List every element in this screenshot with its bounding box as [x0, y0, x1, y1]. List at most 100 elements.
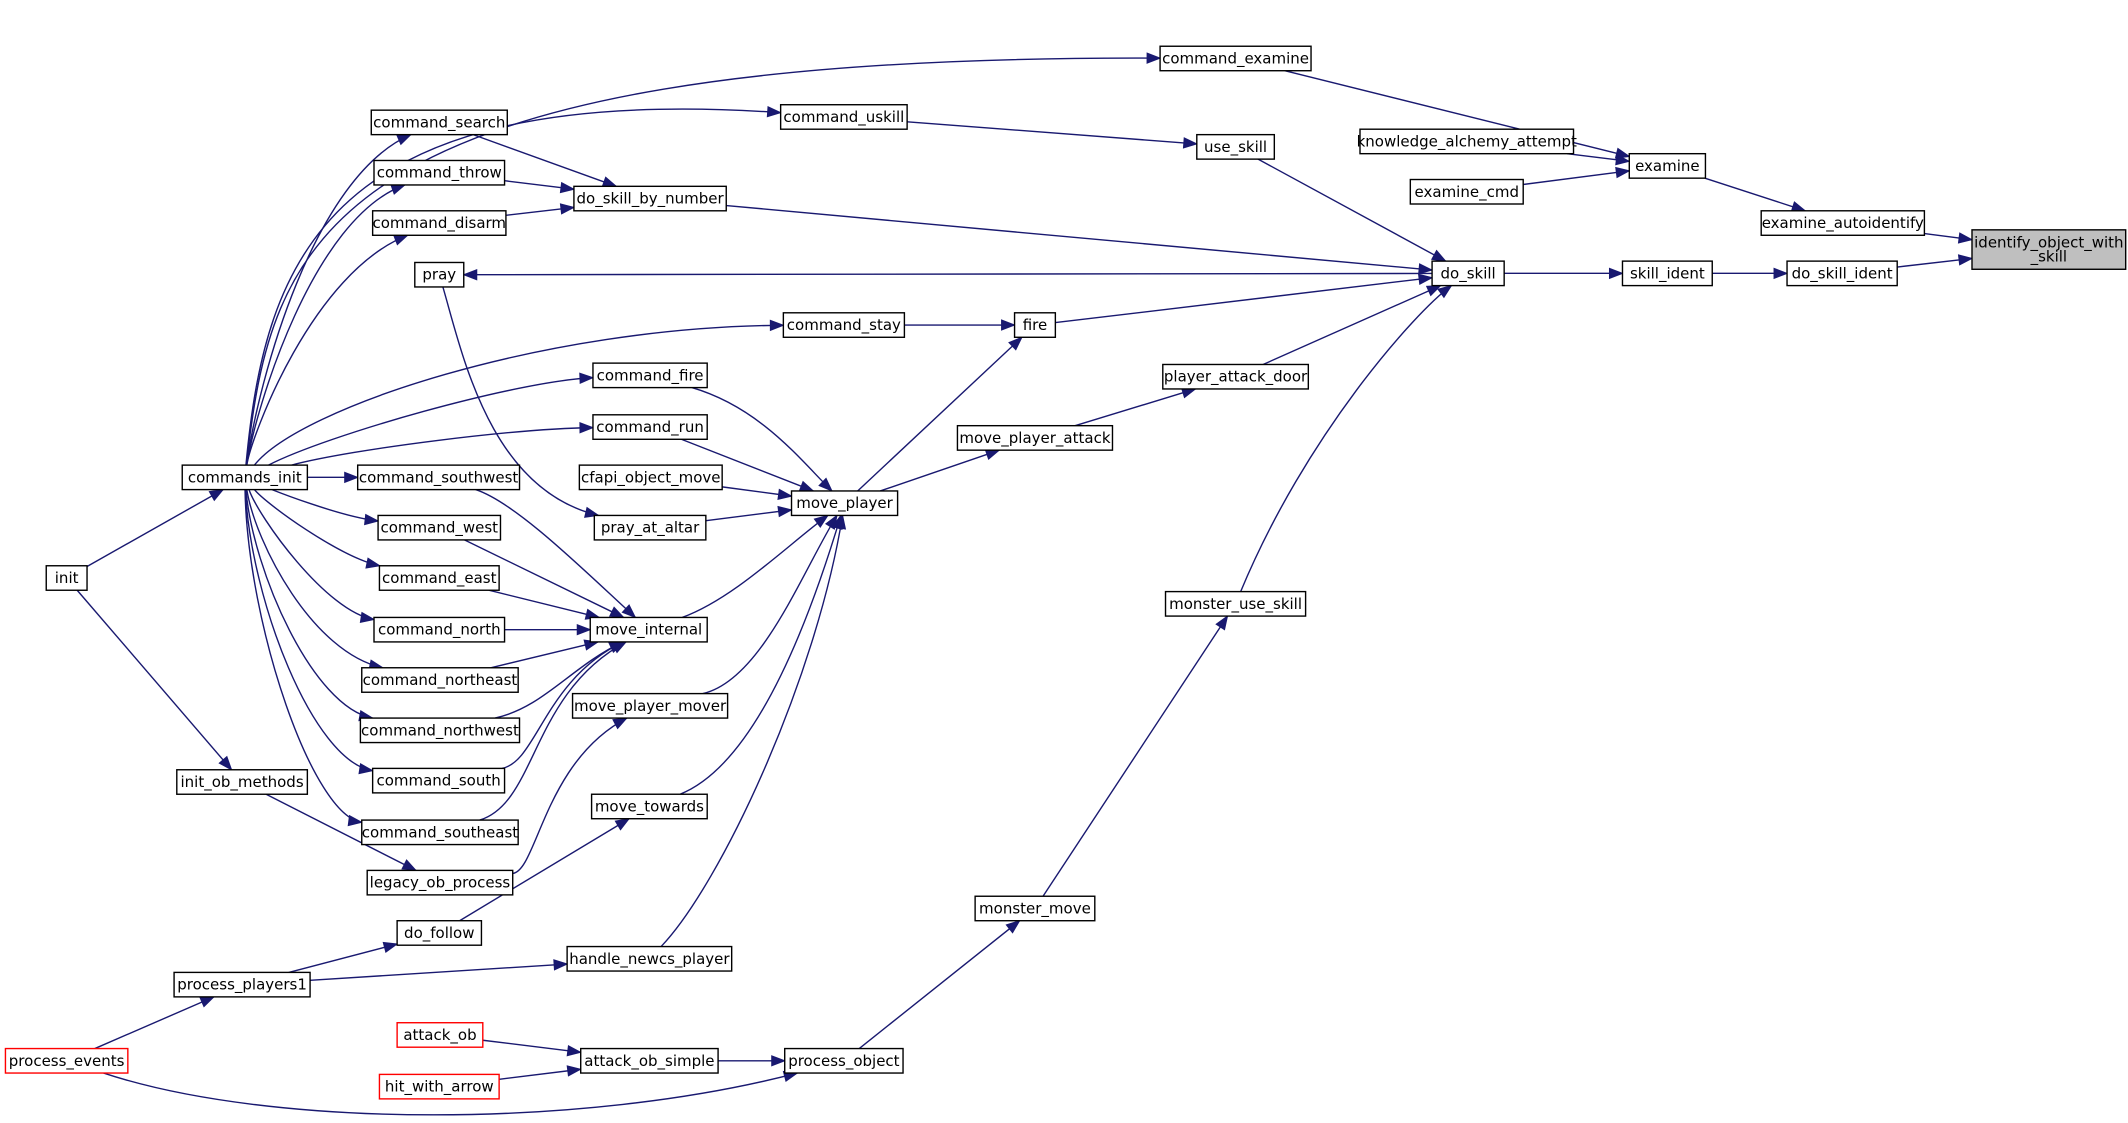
- node-box: [1971, 229, 2127, 270]
- arrowhead: [199, 996, 216, 1008]
- node-player-attack-door[interactable]: player_attack_door: [1162, 363, 1310, 390]
- edge-commands_init-to-command_uskill: [245, 106, 783, 466]
- node-label: cfapi_object_move: [581, 468, 721, 487]
- node-attack-ob[interactable]: attack_ob: [396, 1022, 484, 1048]
- node-label: pray_at_altar: [601, 519, 700, 538]
- node-command-south[interactable]: command_south: [371, 767, 506, 794]
- node-attack-ob-simple[interactable]: attack_ob_simple: [580, 1047, 719, 1074]
- node-move-internal[interactable]: move_internal: [589, 616, 708, 643]
- node-box: [1786, 260, 1898, 287]
- arrowhead: [1773, 267, 1789, 280]
- node-label: init_ob_methods: [180, 773, 303, 792]
- node-monster-move[interactable]: monster_move: [974, 895, 1096, 922]
- edge-pray_at_altar-to-move_player: [705, 505, 793, 522]
- node-box: [370, 109, 508, 136]
- node-command-southeast[interactable]: command_southeast: [361, 819, 519, 846]
- node-pray-at-altar[interactable]: pray_at_altar: [593, 514, 707, 541]
- node-move-towards[interactable]: move_towards: [590, 793, 708, 820]
- node-command-fire[interactable]: command_fire: [592, 362, 708, 389]
- nodes-layer: identify_object_with_skill examine_autoid…: [4, 45, 2127, 1100]
- node-box: [377, 514, 502, 541]
- arrowhead: [1615, 166, 1631, 179]
- node-init-ob-methods[interactable]: init_ob_methods: [176, 769, 309, 795]
- arrowhead: [579, 422, 595, 434]
- edge-player_attack_door-to-do_skill: [1262, 284, 1442, 366]
- node-examine-autoidentify[interactable]: examine_autoidentify: [1760, 210, 1926, 236]
- arrowhead: [984, 449, 1001, 460]
- edge-move_player_mover-to-move_player: [702, 514, 838, 695]
- node-monster-use-skill[interactable]: monster_use_skill: [1164, 590, 1307, 617]
- node-command-northeast[interactable]: command_northeast: [361, 667, 519, 693]
- node-use-skill[interactable]: use_skill: [1196, 133, 1276, 160]
- node-do-skill-ident[interactable]: do_skill_ident: [1786, 260, 1898, 287]
- edge-command_east-to-move_internal: [488, 589, 601, 620]
- arrowhead: [608, 606, 625, 619]
- node-handle-newcs-player[interactable]: handle_newcs_player: [566, 945, 733, 972]
- node-pray[interactable]: pray: [414, 261, 465, 288]
- node-legacy-ob-process[interactable]: legacy_ob_process: [366, 869, 514, 896]
- node-command-search[interactable]: command_search: [370, 109, 508, 136]
- node-process-object[interactable]: process_object: [784, 1047, 904, 1074]
- edge-commands_init-to-command_north: [248, 489, 376, 624]
- node-fire[interactable]: fire: [1013, 312, 1057, 338]
- arrowhead: [769, 319, 785, 332]
- node-skill-ident[interactable]: skill_ident: [1621, 260, 1713, 287]
- arrowhead: [1001, 319, 1016, 331]
- node-move-player-mover[interactable]: move_player_mover: [571, 692, 729, 719]
- node-identify[interactable]: identify_object_with_skill: [1971, 229, 2127, 270]
- node-command-uskill[interactable]: command_uskill: [779, 104, 908, 130]
- node-hit-with-arrow[interactable]: hit_with_arrow: [378, 1073, 500, 1100]
- arrowhead: [566, 1044, 583, 1057]
- node-box: [784, 1047, 904, 1074]
- edge-fire-to-do_skill: [1055, 273, 1434, 324]
- node-box: [359, 717, 521, 744]
- node-command-disarm[interactable]: command_disarm: [371, 210, 507, 236]
- node-label: pray: [422, 266, 456, 284]
- node-command-east[interactable]: command_east: [378, 565, 500, 591]
- node-examine[interactable]: examine: [1628, 152, 1707, 179]
- node-label: monster_use_skill: [1169, 595, 1302, 614]
- arrowhead: [401, 859, 418, 872]
- node-label: use_skill: [1204, 138, 1267, 157]
- node-move-player[interactable]: move_player: [790, 490, 899, 517]
- node-init[interactable]: init: [45, 565, 88, 591]
- arrowhead: [798, 480, 815, 492]
- node-label: command_run: [596, 418, 704, 437]
- node-box: [4, 1047, 129, 1074]
- node-move-player-attack[interactable]: move_player_attack: [956, 424, 1114, 451]
- node-label: command_examine: [1162, 49, 1309, 68]
- node-command-stay[interactable]: command_stay: [782, 312, 906, 338]
- node-command-northwest[interactable]: command_northwest: [359, 717, 521, 744]
- node-label: hit_with_arrow: [385, 1078, 494, 1097]
- node-command-southwest[interactable]: command_southwest: [356, 464, 521, 491]
- arrowhead: [612, 717, 629, 730]
- node-label: player_attack_door: [1164, 368, 1308, 387]
- node-do-skill-by-number[interactable]: do_skill_by_number: [573, 185, 727, 212]
- node-command-north[interactable]: command_north: [373, 616, 506, 643]
- node-command-west[interactable]: command_west: [377, 514, 502, 541]
- node-process-events[interactable]: process_events: [4, 1047, 129, 1074]
- node-label: command_northwest: [361, 721, 519, 740]
- node-box: [1628, 152, 1707, 179]
- node-box: [356, 464, 521, 491]
- node-command-run[interactable]: command_run: [592, 414, 708, 440]
- arrowhead: [553, 959, 569, 971]
- node-examine-cmd[interactable]: examine_cmd: [1409, 178, 1524, 205]
- node-label: do_follow: [404, 924, 474, 943]
- node-label: command_southwest: [359, 468, 519, 487]
- node-box: [378, 1073, 500, 1100]
- node-do-skill[interactable]: do_skill: [1431, 260, 1505, 287]
- node-label: attack_ob_simple: [584, 1052, 714, 1071]
- node-cfapi-object-move[interactable]: cfapi_object_move: [578, 464, 723, 491]
- node-commands-init[interactable]: commands_init: [181, 464, 309, 491]
- node-label: do_skill_ident: [1792, 264, 1893, 283]
- node-label: move_player_mover: [574, 697, 727, 716]
- node-command-throw[interactable]: command_throw: [373, 159, 506, 186]
- node-box: [1162, 363, 1310, 390]
- arrowhead: [365, 557, 382, 569]
- node-knowledge[interactable]: knowledge_alchemy_attempt: [1357, 128, 1577, 155]
- node-command-examine[interactable]: command_examine: [1159, 45, 1312, 72]
- node-box: [779, 104, 908, 130]
- node-do-follow[interactable]: do_follow: [396, 920, 483, 946]
- node-process-players1[interactable]: process_players1: [173, 971, 311, 998]
